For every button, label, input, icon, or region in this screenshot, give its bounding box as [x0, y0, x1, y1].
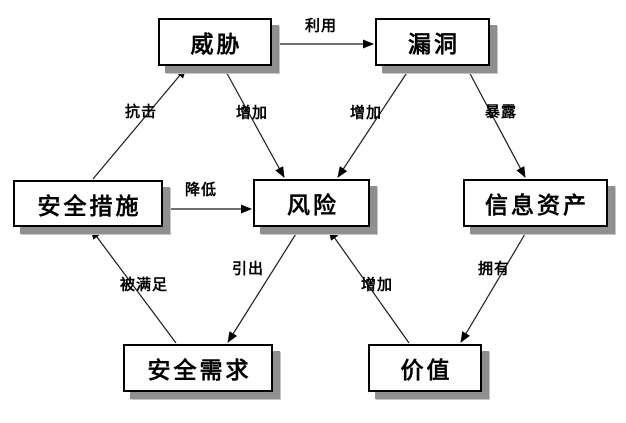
- edge-line-resist: [92, 67, 187, 180]
- node-security-requirements: 安全需求: [123, 344, 273, 392]
- edge-label-increase-threat: 增加: [235, 103, 269, 122]
- edge-label-reduce: 降低: [184, 180, 218, 199]
- edge-line-increase-threat: [223, 67, 285, 178]
- edge-label-increase-value: 增加: [360, 275, 394, 294]
- edge-line-lead-to: [227, 228, 300, 343]
- edge-label-expose: 暴露: [484, 102, 518, 121]
- edge-line-increase-value: [328, 229, 410, 344]
- node-risk: 风险: [253, 179, 370, 227]
- edge-line-satisfied-by: [90, 228, 177, 344]
- edge-label-resist: 抗击: [124, 102, 158, 121]
- edge-label-increase-vuln: 增加: [349, 103, 383, 122]
- node-security-measures: 安全措施: [13, 180, 163, 227]
- node-value: 价值: [368, 344, 482, 392]
- edge-line-own: [460, 228, 529, 343]
- edge-label-own: 拥有: [477, 259, 511, 278]
- edge-line-expose: [466, 67, 526, 178]
- edge-label-satisfied-by: 被满足: [119, 275, 169, 294]
- edge-label-lead-to: 引出: [231, 259, 265, 278]
- node-vulnerability: 漏洞: [375, 18, 490, 66]
- node-information-assets: 信息资产: [463, 179, 608, 227]
- edge-line-increase-vuln: [337, 67, 411, 178]
- node-threat: 威胁: [158, 18, 272, 66]
- edge-label-exploit: 利用: [304, 16, 338, 35]
